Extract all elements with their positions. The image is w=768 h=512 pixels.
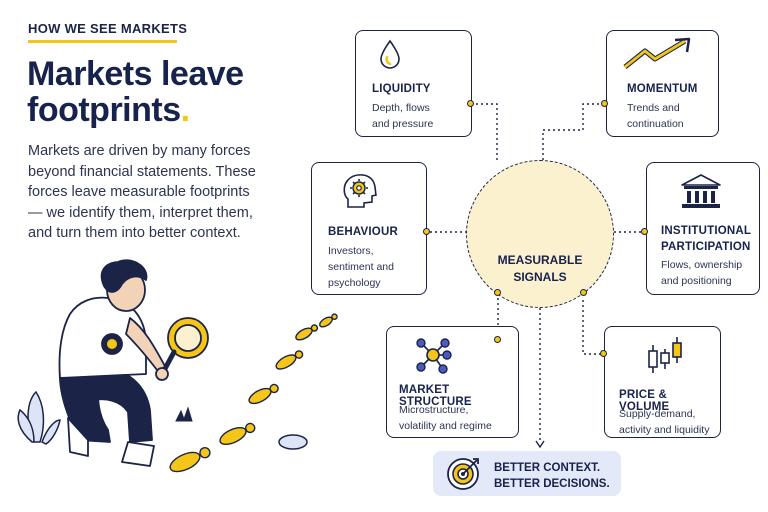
card-behaviour-desc-2: sentiment and (328, 261, 394, 273)
banner-text: BETTER CONTEXT. BETTER DECISIONS. (494, 460, 610, 492)
footprint (319, 313, 338, 328)
eyebrow-label: HOW WE SEE MARKETS (28, 21, 188, 36)
card-structure-desc: Microstructure, volatility and regime (399, 402, 492, 434)
card-momentum-desc-1: Trends and (627, 102, 680, 114)
card-structure-desc-2: volatility and regime (399, 420, 492, 432)
card-institutional-title: INSTITUTIONAL PARTICIPATION (661, 223, 751, 255)
card-behaviour: BEHAVIOUR Investors, sentiment and psych… (311, 162, 427, 295)
card-momentum-desc-2: continuation (627, 118, 684, 130)
hub-label-line-2: SIGNALS (513, 270, 567, 284)
card-structure-title: MARKET STRUCTURE (399, 384, 472, 408)
intro-paragraph: Markets are driven by many forces beyond… (28, 143, 256, 241)
candlestick-icon (648, 337, 682, 373)
connector-dot (494, 289, 501, 296)
card-price-volume-desc-1: Supply-demand, (619, 408, 696, 420)
title-line-2: footprints (27, 91, 181, 129)
trend-arrow-icon (623, 37, 691, 69)
footprint (219, 422, 256, 446)
footprint (248, 383, 279, 405)
connector-dot (494, 336, 501, 343)
footprint (275, 350, 304, 370)
title-accent-dot: . (180, 91, 190, 129)
card-momentum-title: MOMENTUM (627, 83, 698, 95)
footprint (295, 324, 319, 341)
footprints (169, 313, 338, 473)
card-liquidity-desc: Depth, flows and pressure (372, 100, 433, 132)
banner-arrowhead (535, 440, 545, 449)
card-institutional-desc-2: and positioning (661, 275, 732, 287)
card-price-volume-desc-2: activity and liquidity (619, 424, 710, 436)
connector-dot (641, 228, 648, 235)
card-behaviour-desc: Investors, sentiment and psychology (328, 243, 394, 291)
droplet-icon (380, 39, 400, 69)
card-behaviour-desc-1: Investors, (328, 245, 374, 257)
card-institutional-desc: Flows, ownership and positioning (661, 257, 742, 289)
card-institutional-participation: INSTITUTIONAL PARTICIPATION Flows, owner… (646, 162, 760, 295)
connector-dot (423, 228, 430, 235)
card-price-volume-desc: Supply-demand, activity and liquidity (619, 406, 709, 438)
plant-left (17, 390, 61, 445)
hub-label-line-1: MEASURABLE (497, 253, 583, 267)
connector-dot (580, 289, 587, 296)
target-icon (447, 458, 479, 490)
connector-momentum (542, 103, 604, 162)
card-institutional-desc-1: Flows, ownership (661, 259, 743, 271)
measurable-signals-hub (466, 160, 614, 308)
card-liquidity-desc-2: and pressure (372, 118, 434, 130)
card-liquidity: LIQUIDITY Depth, flows and pressure (355, 30, 472, 137)
connector-dot (601, 100, 608, 107)
card-behaviour-desc-3: psychology (328, 277, 381, 289)
card-liquidity-desc-1: Depth, flows (372, 102, 430, 114)
connector-price-volume (582, 300, 604, 355)
title-line-1: Markets leave (27, 55, 244, 93)
card-institutional-title-1: INSTITUTIONAL (661, 225, 752, 237)
card-momentum: MOMENTUM Trends and continuation (606, 30, 719, 137)
card-market-structure: MARKET STRUCTURE Microstructure, volatil… (386, 326, 519, 438)
card-momentum-desc: Trends and continuation (627, 100, 684, 132)
head-gear-icon (343, 174, 377, 208)
page-title: Markets leave footprints. (27, 56, 244, 128)
person-illustration (58, 259, 209, 467)
eyebrow-underline (28, 40, 177, 43)
connector-dot (600, 350, 607, 357)
card-price-volume-title: PRICE & VOLUME (619, 389, 670, 413)
grass-tuft (175, 406, 193, 422)
card-institutional-title-2: PARTICIPATION (661, 241, 751, 253)
connector-dot (467, 100, 474, 107)
rock (278, 434, 308, 450)
banner-line-2: BETTER DECISIONS. (494, 478, 610, 490)
institution-icon (681, 174, 721, 208)
card-structure-desc-1: Microstructure, (399, 404, 469, 416)
card-liquidity-title: LIQUIDITY (372, 83, 431, 95)
network-nodes-icon (416, 338, 452, 374)
card-behaviour-title: BEHAVIOUR (328, 226, 398, 238)
hub-label: MEASURABLE SIGNALS (466, 252, 614, 286)
connector-liquidity (471, 103, 498, 162)
footprint (169, 447, 211, 473)
card-price-volume: PRICE & VOLUME Supply-demand, activity a… (604, 326, 721, 438)
banner-line-1: BETTER CONTEXT. (494, 462, 601, 474)
